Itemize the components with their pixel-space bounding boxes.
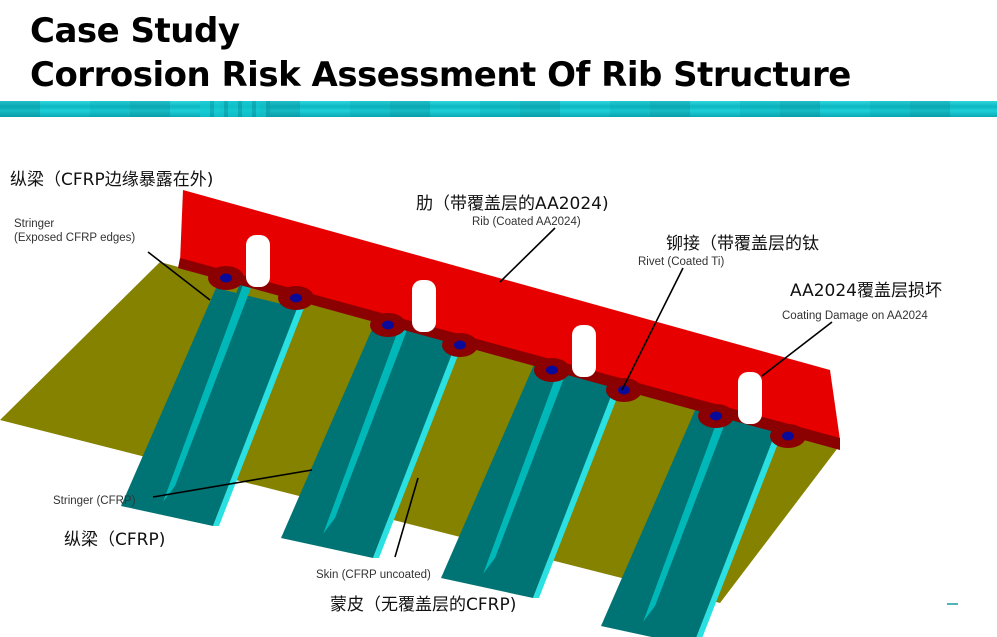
rib-slot	[246, 235, 270, 287]
rivet	[290, 293, 302, 303]
stringer-flange	[601, 408, 778, 637]
slide-title-line-1: Case Study	[30, 11, 240, 51]
stringer-web-edge	[638, 364, 738, 624]
leader-lines	[147, 227, 833, 558]
rivet	[220, 273, 232, 283]
stringer-flange	[121, 288, 298, 526]
stringer-web-edge	[158, 244, 258, 504]
leader-rib	[499, 227, 556, 283]
label-stringer-en: Stringer (CFRP)	[53, 495, 136, 507]
label-stringer-exposed-en-line1: Stringer	[14, 218, 55, 230]
rivet	[782, 431, 794, 441]
leader-rivet	[621, 267, 684, 391]
stringer-flange-edge	[213, 306, 304, 526]
label-stringer-exposed-en-line2: (Exposed CFRP edges)	[14, 232, 136, 245]
slide-title-line-2: Corrosion Risk Assessment Of Rib Structu…	[30, 55, 851, 95]
leader-skin	[394, 477, 419, 558]
stringer-flange	[281, 320, 458, 558]
rivet	[546, 365, 558, 375]
rib-flange	[178, 258, 840, 450]
label-coating-damage-en: Coating Damage on AA2024	[782, 310, 928, 322]
title-banner-strip	[0, 101, 997, 117]
label-stringer-cn: 纵梁（CFRP)	[64, 530, 166, 550]
label-skin-cn: 蒙皮（无覆盖层的CFRP)	[330, 595, 517, 615]
rib-web	[180, 190, 840, 440]
rib	[178, 190, 840, 450]
rib-slot	[412, 280, 436, 332]
rivet	[710, 411, 722, 421]
label-coating-damage-cn: AA2024覆盖层损坏	[790, 281, 942, 301]
label-stringer-exposed-cn: 纵梁（CFRP边缘暴露在外)	[10, 170, 214, 190]
stringer-web-edge	[318, 276, 418, 536]
rivet	[382, 320, 394, 330]
stringer-web	[323, 270, 430, 534]
label-skin-en: Skin (CFRP uncoated)	[316, 569, 431, 581]
rivet	[618, 385, 630, 395]
stringer-flange-edge	[373, 338, 464, 558]
label-rib-en: Rib (Coated AA2024)	[472, 216, 581, 228]
label-rivet-cn: 铆接（带覆盖层的钛	[666, 234, 819, 254]
label-stringer-exposed-en: Stringer (Exposed CFRP edges)	[14, 217, 135, 246]
stringer-flange	[441, 360, 618, 598]
rib-slot	[572, 325, 596, 377]
stringer-web	[163, 238, 270, 502]
leader-stringer-exposed	[147, 251, 211, 301]
slide-footer-mark	[947, 603, 958, 605]
rib-slot	[738, 372, 762, 424]
leader-stringer	[152, 469, 313, 498]
leader-coating-damage	[761, 321, 833, 377]
rivet	[454, 340, 466, 350]
stringer-flange-edge	[696, 426, 784, 637]
label-rivet-en: Rivet (Coated Ti)	[638, 256, 725, 268]
stringer-flange-edge	[533, 378, 624, 598]
label-rib-cn: 肋（带覆盖层的AA2024)	[416, 194, 609, 214]
stringers	[121, 238, 784, 637]
